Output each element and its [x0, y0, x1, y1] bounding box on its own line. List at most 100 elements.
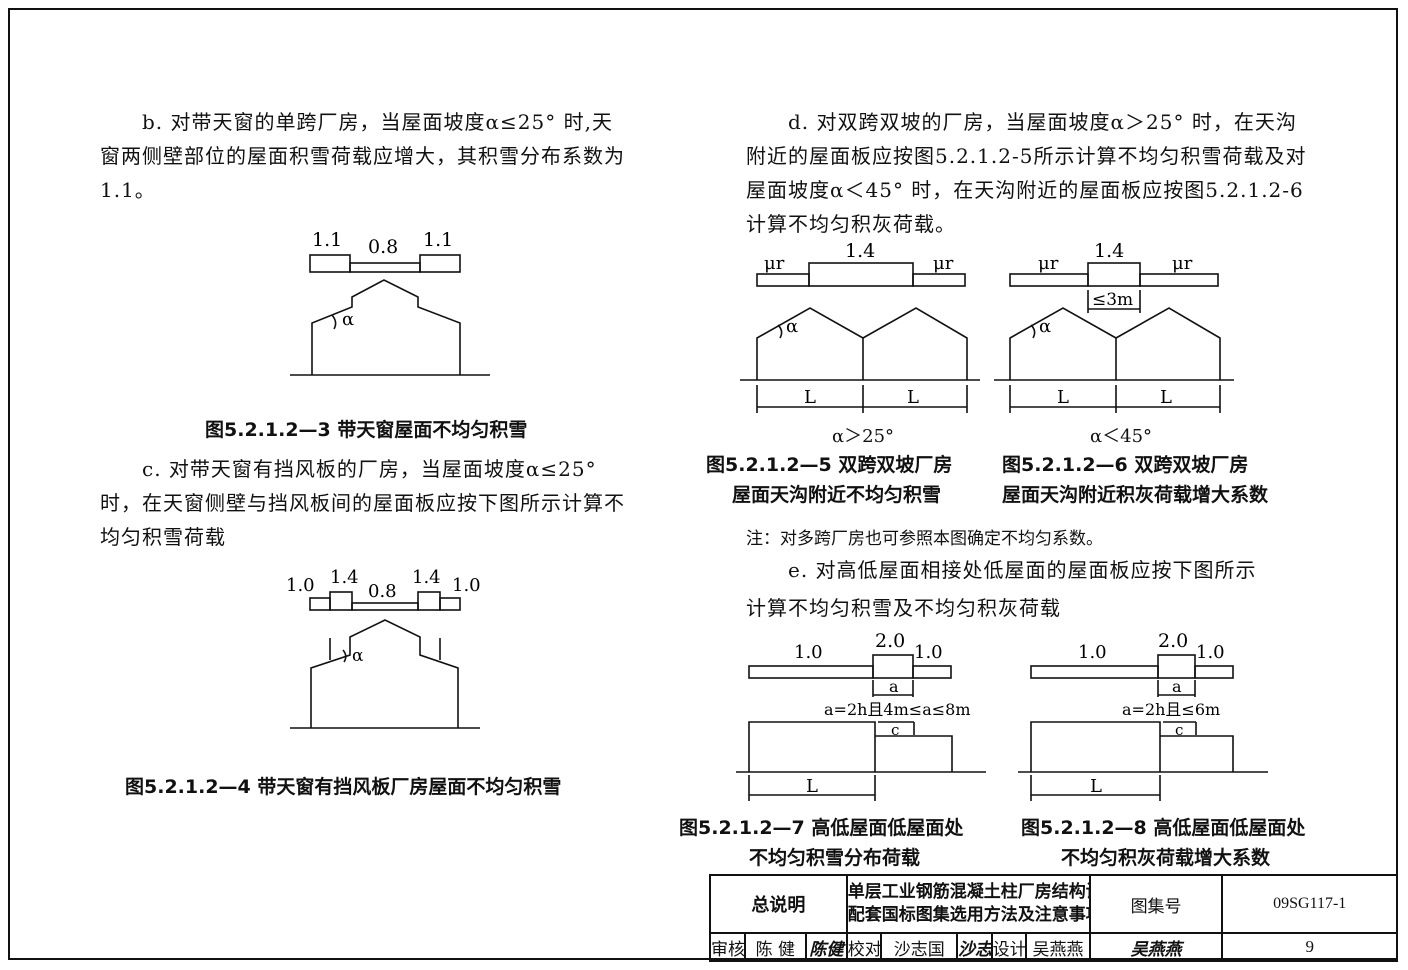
reviewer-name: 陈 健: [743, 932, 807, 962]
load-label: 1.0: [1078, 642, 1107, 663]
load-block: [351, 602, 419, 611]
sheet-border: [8, 8, 1398, 960]
load-label: 1.4: [412, 567, 441, 588]
paragraph-e-line: e. 对高低屋面相接处低屋面的屋面板应按下图所示: [788, 558, 1257, 582]
angle-arc: [342, 649, 347, 663]
paragraph-b-line: 窗两侧壁部位的屋面积雪荷载应增大，其积雪分布系数为: [100, 144, 625, 168]
figure-6-caption-line: 屋面天沟附近积灰荷载增大系数: [1002, 484, 1269, 506]
span-label: L: [907, 387, 919, 408]
span-left-outline: [756, 307, 864, 380]
paragraph-c-line: 时，在天窗侧壁与挡风板间的屋面板应按下图所示计算不: [100, 491, 625, 515]
figure-5-caption: 图5.2.1.2—5 双跨双坡厂房 屋面天沟附近不均匀积雪: [706, 450, 952, 510]
figure-8-diagram: 1.0 2.0 1.0 a a=2h且≤6m c L: [1018, 630, 1268, 801]
load-block-right: [912, 665, 952, 679]
designer-signature: 吴燕燕: [1088, 932, 1224, 962]
span-label: L: [806, 776, 818, 797]
load-label: 1.4: [330, 567, 359, 588]
reviewer-signature: 陈健: [804, 932, 848, 962]
general-notes-label: 总说明: [709, 874, 848, 934]
c-label: c: [1175, 721, 1183, 739]
load-block: [417, 591, 441, 611]
alpha-symbol: α: [342, 309, 354, 330]
load-block-left: [1009, 273, 1089, 287]
formula-label: a=2h且4m≤a≤8m: [824, 700, 971, 719]
span-label: L: [804, 387, 816, 408]
mu-label: μr: [1038, 253, 1059, 274]
figure-6-diagram: μr 1.4 μr ≤3m α L L: [994, 240, 1234, 413]
load-block-peak: [872, 654, 914, 679]
span-left-outline: [1009, 307, 1117, 380]
figure-6-condition: α＜45°: [1090, 426, 1153, 447]
mu-label: μr: [933, 253, 954, 274]
title-block: 总说明 单层工业钢筋混凝土柱厂房结构设计 配套国标图集选用方法及注意事项 图集号…: [709, 874, 1398, 962]
figure-5-condition: α＞25°: [832, 426, 895, 447]
figure-8-caption-line: 图5.2.1.2—8 高低屋面低屋面处: [1021, 817, 1306, 839]
paragraph-d-line: d. 对双跨双坡的厂房，当屋面坡度α＞25° 时，在天沟: [788, 110, 1297, 134]
figure-7-diagram: 1.0 2.0 1.0 a a=2h且4m≤a≤8m c L: [736, 630, 986, 801]
load-block: [309, 597, 331, 611]
load-block-left: [748, 665, 874, 679]
figure-3-caption: 图5.2.1.2—3 带天窗屋面不均匀积雪: [205, 419, 528, 441]
figure-5-diagram: μr 1.4 μr α L L: [740, 240, 980, 413]
figure-7-caption-line: 图5.2.1.2—7 高低屋面低屋面处: [679, 817, 964, 839]
atlas-number: 09SG117-1: [1221, 874, 1398, 934]
checker-name: 沙志国: [880, 932, 958, 962]
load-block-left: [756, 273, 810, 287]
figure-7-caption-line: 不均匀积雪分布荷载: [749, 847, 921, 869]
paragraph-e-line: 计算不均匀积雪及不均匀积灰荷载: [746, 596, 1061, 620]
drawing-title: 单层工业钢筋混凝土柱厂房结构设计 配套国标图集选用方法及注意事项: [845, 874, 1091, 934]
note-text: 注：对多跨厂房也可参照本图确定不均匀系数。: [746, 529, 1103, 549]
alpha-symbol: α: [1039, 316, 1051, 337]
peak-label: 1.4: [845, 240, 875, 262]
high-roof-outline: [748, 721, 876, 772]
load-label: 1.0: [1196, 642, 1225, 663]
reviewer-label: 审核: [709, 932, 746, 962]
load-block-peak: [1157, 654, 1196, 679]
load-block-right: [1139, 273, 1219, 287]
c-label: c: [891, 721, 899, 739]
paragraph-e: e. 对高低屋面相接处低屋面的屋面板应按下图所示 计算不均匀积雪及不均匀积灰荷载: [746, 553, 1257, 625]
high-roof-outline: [1030, 721, 1161, 772]
figure-4-caption: 图5.2.1.2—4 带天窗有挡风板厂房屋面不均匀积雪: [125, 776, 562, 798]
drawing-title-line: 单层工业钢筋混凝土柱厂房结构设计: [847, 882, 1088, 902]
load-block: [329, 591, 353, 611]
mu-label: μr: [764, 253, 785, 274]
load-label: 1.0: [914, 642, 943, 663]
load-label: 0.8: [368, 236, 398, 258]
load-block-right: [1194, 665, 1234, 679]
page-number: 9: [1305, 937, 1314, 956]
designer-label: 设计: [990, 932, 1028, 962]
checker-signature: 沙志国: [955, 932, 993, 962]
figure-6-caption: 图5.2.1.2—6 双跨双坡厂房 屋面天沟附近积灰荷载增大系数: [1002, 450, 1268, 510]
load-block-right: [419, 254, 461, 273]
paragraph-d-line: 附近的屋面板应按图5.2.1.2-5所示计算不均匀积雪荷载及对: [746, 144, 1307, 168]
peak-label: 2.0: [1158, 630, 1188, 652]
paragraph-b-line: 1.1。: [100, 178, 156, 202]
page-cell: 页 9: [1221, 932, 1398, 962]
figure-6-caption-line: 图5.2.1.2—6 双跨双坡厂房: [1002, 454, 1249, 476]
drawing-title-line: 配套国标图集选用方法及注意事项: [847, 905, 1090, 925]
checker-label: 校对: [845, 932, 883, 962]
paragraph-c-line: 均匀积雪荷载: [100, 525, 226, 549]
figure-8-caption: 图5.2.1.2—8 高低屋面低屋面处 不均匀积灰荷载增大系数: [1021, 813, 1305, 873]
figure-5-caption-line: 图5.2.1.2—5 双跨双坡厂房: [706, 454, 953, 476]
load-label: 1.1: [312, 229, 342, 251]
figure-5-caption-line: 屋面天沟附近不均匀积雪: [732, 484, 942, 506]
figure-3-diagram: 1.1 0.8 1.1 α: [290, 229, 490, 376]
figure-7-caption: 图5.2.1.2—7 高低屋面低屋面处 不均匀积雪分布荷载: [679, 813, 963, 873]
span-right-outline: [862, 307, 968, 380]
paragraph-d-line: 屋面坡度α＜45° 时，在天沟附近的屋面板应按图5.2.1.2-6: [746, 178, 1304, 202]
paragraph-d-line: 计算不均匀积灰荷载。: [746, 212, 956, 236]
designer-name: 吴燕燕: [1025, 932, 1091, 962]
mu-label: μr: [1172, 253, 1193, 274]
load-block-left: [1030, 665, 1159, 679]
atlas-number-label: 图集号: [1088, 874, 1224, 934]
load-block-middle: [349, 262, 421, 273]
angle-arc: [1030, 324, 1036, 339]
load-label: 1.1: [423, 229, 453, 251]
paragraph-d: d. 对双跨双坡的厂房，当屋面坡度α＞25° 时，在天沟 附近的屋面板应按图5.…: [746, 105, 1306, 241]
span-label: L: [1160, 387, 1172, 408]
angle-arc: [777, 324, 783, 339]
width-label: ≤3m: [1092, 290, 1133, 310]
low-roof-outline: [875, 735, 953, 772]
